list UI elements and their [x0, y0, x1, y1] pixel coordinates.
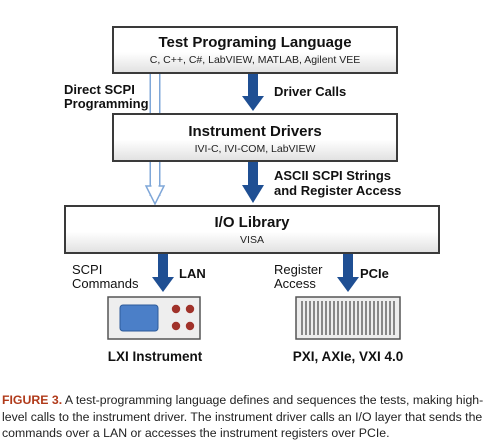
- pcie-arrow: [337, 254, 359, 292]
- pcie-label: PCIe: [360, 266, 389, 281]
- direct-scpi-label-1: Direct SCPI: [64, 82, 135, 97]
- figure-number: FIGURE 3.: [2, 393, 63, 407]
- lan-arrow: [152, 254, 174, 292]
- lxi-instrument-icon: [107, 296, 201, 340]
- driver-calls-label: Driver Calls: [274, 84, 347, 99]
- driver-calls-arrow: [242, 74, 264, 111]
- test-language-subtitle: C, C++, C#, LabVIEW, MATLAB, Agilent VEE: [149, 54, 361, 66]
- caption-text: A test-programming language defines and …: [2, 393, 484, 440]
- direct-scpi-label-2: Programming: [64, 96, 149, 111]
- scpi-commands-label-1: SCPI: [72, 262, 103, 277]
- instrument-drivers-title: Instrument Drivers: [188, 123, 322, 140]
- test-language-title: Test Programing Language: [158, 34, 352, 51]
- instrument-drivers-subtitle: IVI-C, IVI-COM, LabVIEW: [194, 143, 316, 155]
- scpi-commands-label-2: Commands: [72, 276, 139, 291]
- io-library-subtitle: VISA: [240, 234, 264, 246]
- io-library-title: I/O Library: [214, 214, 290, 231]
- diagram-graphics: [107, 74, 401, 340]
- pxi-label: PXI, AXIe, VXI 4.0: [292, 349, 404, 364]
- register-access-label-2: Access: [274, 276, 316, 291]
- ascii-arrow: [242, 162, 264, 203]
- ascii-label-1: ASCII SCPI Strings: [274, 168, 392, 183]
- figure-caption: FIGURE 3. A test-programming language de…: [2, 392, 488, 442]
- ascii-label-2: and Register Access: [274, 183, 402, 198]
- lan-label: LAN: [179, 266, 206, 281]
- lxi-instrument-label: LXI Instrument: [107, 349, 203, 364]
- pxi-chassis-icon: [295, 296, 401, 340]
- io-library-box: I/O Library VISA: [64, 205, 440, 254]
- instrument-drivers-box: Instrument Drivers IVI-C, IVI-COM, LabVI…: [112, 113, 398, 162]
- test-language-box: Test Programing Language C, C++, C#, Lab…: [112, 26, 398, 74]
- register-access-label-1: Register: [274, 262, 323, 277]
